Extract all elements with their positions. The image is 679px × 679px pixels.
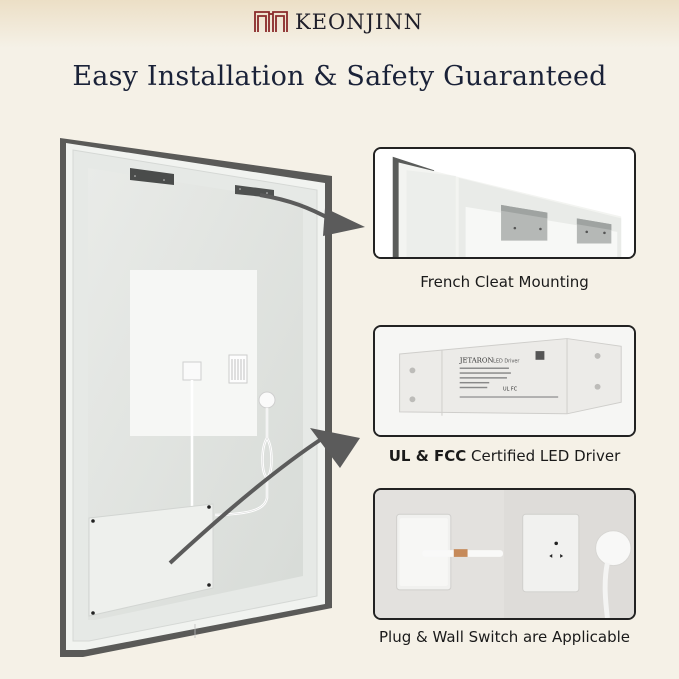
caption-plug-switch: Plug & Wall Switch are Applicable: [378, 628, 631, 646]
brand: KEONJINN: [253, 10, 423, 34]
caption-led-driver-rest: Certified LED Driver: [466, 447, 621, 465]
back-panel: [130, 270, 257, 436]
caption-led-driver-bold: UL & FCC: [388, 447, 467, 465]
arrow-to-driver-icon: [168, 428, 360, 565]
driver-brand-label: JETARON: [459, 357, 494, 365]
cleat-bracket-left: [130, 168, 174, 185]
mirror-back-illustration: [55, 138, 365, 658]
header-band: [0, 0, 679, 48]
svg-text:UL FC: UL FC: [503, 387, 518, 393]
driver-cover-plate: [88, 503, 214, 617]
wall-outlet: [522, 513, 580, 593]
door-frame-logo-icon: [254, 11, 288, 32]
driver-title-label: LED Driver: [493, 359, 519, 365]
arrow-to-cleat-icon: [259, 193, 365, 236]
feature-card-led-driver: JETARON LED Driver UL FC: [373, 325, 636, 437]
brand-name: KEONJINN: [295, 10, 424, 34]
french-cleat-closeup-image: [375, 149, 634, 257]
caption-led-driver: UL & FCC Certified LED Driver: [373, 447, 636, 465]
caption-french-cleat: French Cleat Mounting: [420, 273, 589, 291]
led-driver-image: JETARON LED Driver UL FC: [375, 327, 634, 435]
feature-card-plug-switch: [373, 488, 636, 620]
wall-switch-outlet-image: [375, 490, 634, 618]
page-title: Easy Installation & Safety Guaranteed: [72, 61, 607, 92]
round-plug: [595, 530, 632, 567]
feature-card-french-cleat: [373, 147, 636, 259]
